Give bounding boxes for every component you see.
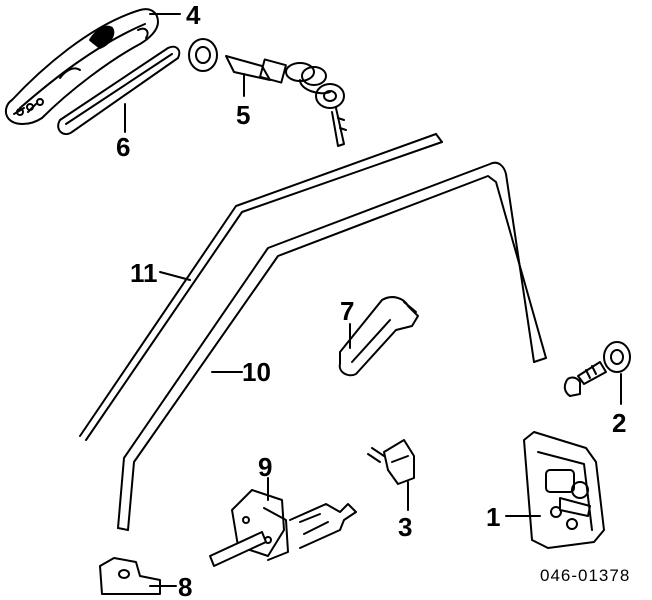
handle-trim-strip bbox=[57, 45, 181, 136]
glass-run-channel bbox=[117, 161, 547, 531]
callout-3: 3 bbox=[398, 512, 412, 542]
callout-6: 6 bbox=[116, 132, 130, 162]
callout-10: 10 bbox=[242, 357, 271, 387]
callout-11: 11 bbox=[130, 258, 158, 288]
callout-labels: 4 6 5 11 10 7 2 3 1 9 8 046-01378 bbox=[116, 0, 630, 600]
callout-8: 8 bbox=[178, 572, 192, 600]
door-check-strap bbox=[209, 489, 357, 567]
part-code: 046-01378 bbox=[540, 566, 630, 585]
callout-5: 5 bbox=[236, 100, 250, 130]
hinge-clip bbox=[99, 557, 161, 595]
callout-1: 1 bbox=[486, 502, 500, 532]
striker-bolt bbox=[563, 341, 631, 397]
callout-4: 4 bbox=[186, 0, 201, 30]
leader-lines bbox=[124, 13, 622, 587]
lock-rod-clip bbox=[367, 439, 415, 485]
outside-door-handle bbox=[4, 8, 159, 125]
callout-9: 9 bbox=[258, 452, 272, 482]
outer-window-channel bbox=[79, 133, 443, 441]
callout-7: 7 bbox=[340, 296, 354, 326]
lock-cylinder-with-keys bbox=[188, 38, 347, 147]
callout-2: 2 bbox=[612, 408, 626, 438]
inside-door-handle bbox=[338, 296, 419, 377]
door-lock-assembly bbox=[523, 431, 605, 549]
